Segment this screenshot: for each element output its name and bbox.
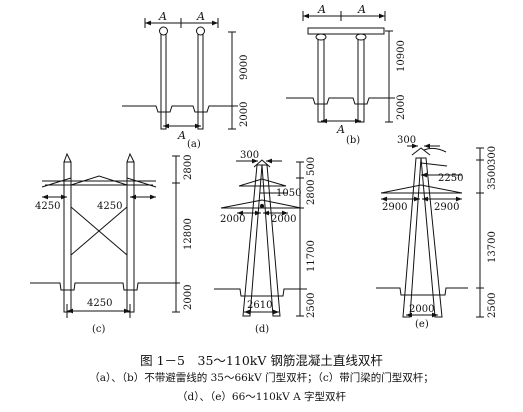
pole-left — [242, 164, 263, 317]
insulator-icon — [196, 26, 205, 36]
dim-e-2500: 2500 — [487, 293, 498, 318]
label-d: (d) — [255, 324, 269, 335]
dim-d-2500: 2500 — [306, 293, 317, 318]
panel-b — [286, 11, 395, 124]
dim-d-11700: 11700 — [306, 240, 317, 272]
dim-d-2000-left: 2000 — [220, 214, 245, 225]
dim-c-height: 12800 — [183, 218, 194, 250]
pole-left — [317, 33, 325, 123]
dim-b-height: 10900 — [396, 40, 407, 72]
ground-line — [376, 287, 468, 296]
dim-e-2250: 2250 — [438, 173, 463, 184]
dim-d-1050: 1050 — [276, 188, 301, 199]
cross-arm-upper — [420, 162, 448, 167]
dim-d-500: 500 — [306, 157, 317, 176]
pole-right — [357, 33, 365, 123]
insulator-icon — [159, 26, 168, 36]
insulator-icon — [315, 33, 327, 41]
ground-line — [30, 282, 172, 291]
figure-drawing: A A A 9000 2000 (a) A A A 10900 2000 (b) — [30, 3, 498, 335]
insulator-icon — [355, 33, 367, 41]
panel-e — [376, 143, 484, 318]
dim-e-13700: 13700 — [487, 231, 498, 263]
dim-a-spacing-bottom: A — [177, 129, 186, 142]
ground-line — [122, 105, 238, 113]
dim-e-3500: 3500 — [487, 165, 498, 190]
figure-subcaption-line-1: （a）、（b）不带避雷线的 35～66kV 门型双杆；（c）带门梁的门型双杆； — [89, 372, 434, 384]
pole-right — [261, 164, 281, 317]
dim-a-depth: 2000 — [239, 102, 250, 127]
dim-d-300: 300 — [240, 150, 259, 161]
ground-line — [286, 97, 395, 105]
label-a: (a) — [187, 139, 201, 150]
label-b: (b) — [346, 135, 360, 146]
dim-d-2000-right: 2000 — [271, 214, 296, 225]
dim-d-2800: 2800 — [306, 180, 317, 205]
dim-c-base: 4250 — [87, 298, 112, 309]
dim-d-base: 2610 — [247, 300, 272, 311]
dim-c-arm-right: 4250 — [97, 201, 122, 212]
dim-b-spacing-left: A — [317, 3, 326, 16]
dim-a-spacing-left: A — [158, 10, 167, 23]
ground-line — [214, 288, 307, 297]
panel-c — [30, 152, 180, 318]
dim-b-spacing-bottom: A — [336, 123, 345, 136]
dim-a-height: 9000 — [239, 55, 250, 80]
dim-e-300-side: 300 — [487, 146, 498, 165]
label-e: (e) — [415, 319, 429, 330]
dim-b-spacing-right: A — [357, 3, 366, 16]
dim-e-300-top: 300 — [397, 135, 416, 146]
dim-c-top: 2800 — [183, 155, 194, 180]
cross-arm-upper — [238, 178, 287, 187]
panel-a — [122, 18, 238, 130]
pole-left — [160, 31, 167, 130]
pole-right — [197, 31, 204, 130]
panel-d — [214, 158, 307, 317]
dim-a-spacing-right: A — [196, 10, 205, 23]
dim-b-depth: 2000 — [396, 95, 407, 120]
dim-e-base: 2000 — [409, 304, 434, 315]
dim-c-arm-left: 4250 — [35, 201, 60, 212]
figure-subcaption-line-2: （d）、（e）66～110kV A 字型双杆 — [176, 391, 347, 403]
dim-c-depth: 2000 — [183, 285, 194, 310]
dim-e-2900-left: 2900 — [382, 202, 407, 213]
cross-arm-lower — [220, 199, 302, 209]
cross-arm-lower — [380, 184, 463, 194]
figure-caption: 图 1－5 35～110kV 钢筋混凝土直线双杆 — [140, 353, 383, 368]
label-c: (c) — [92, 324, 106, 335]
pole-left — [402, 157, 422, 318]
dim-e-2900-right: 2900 — [434, 202, 459, 213]
cross-arm — [307, 27, 385, 35]
